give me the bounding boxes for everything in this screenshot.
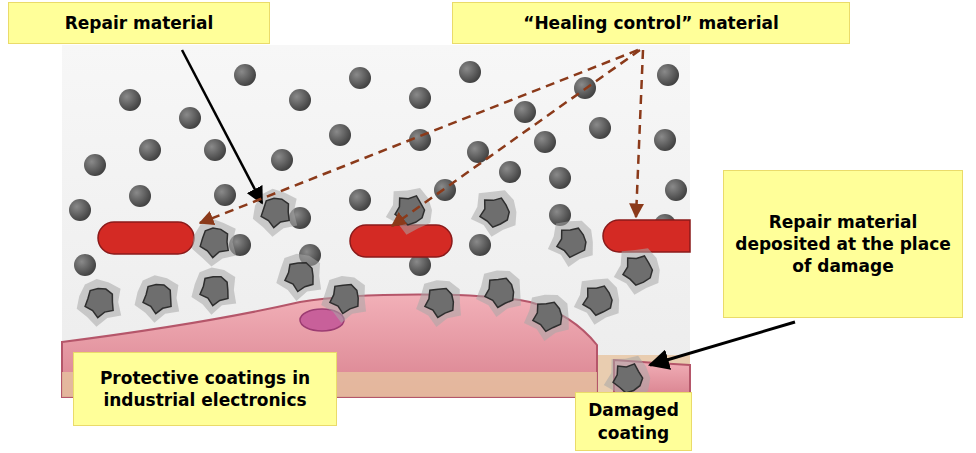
matrix-particle (409, 87, 431, 109)
leader-line (182, 50, 262, 203)
matrix-particle (349, 67, 371, 89)
particle-core (557, 228, 586, 257)
repair-particle (276, 254, 321, 301)
particle-core (395, 196, 425, 225)
matrix-particle (654, 129, 676, 151)
matrix-particles (69, 61, 687, 276)
particle-core (613, 364, 643, 393)
particle-halo (524, 295, 569, 341)
matrix-particle (665, 179, 687, 201)
callout-box: Repair material (8, 2, 270, 44)
particle-core (425, 288, 453, 317)
matrix-particle (74, 254, 96, 276)
repair-particle (386, 188, 432, 235)
leader-line (392, 50, 640, 226)
matrix-particle (119, 89, 141, 111)
matrix-particle (589, 117, 611, 139)
matrix-particle (329, 124, 351, 146)
repair-particle (416, 280, 461, 327)
matrix-particle (179, 107, 201, 129)
matrix-particle (234, 64, 256, 86)
particle-core (200, 228, 228, 257)
particle-halo (471, 190, 517, 236)
repair-particle (135, 275, 180, 323)
healing-rod (98, 222, 194, 254)
particle-halo (416, 280, 461, 327)
matrix-particle (214, 184, 236, 206)
particle-halo (135, 275, 180, 323)
particle-core (330, 285, 358, 314)
leader-line (200, 50, 638, 223)
repair-particle (321, 276, 366, 323)
callout-label: “Healing control” material (523, 12, 779, 34)
matrix-particle (459, 61, 481, 83)
matrix-particle (549, 167, 571, 189)
particle-halo (476, 271, 521, 317)
callout-box: Repair material deposited at the place o… (723, 170, 963, 318)
particle-halo (321, 276, 366, 323)
matrix-particle (469, 234, 491, 256)
matrix-background (62, 45, 690, 397)
particle-halo (574, 279, 619, 325)
particle-core (85, 288, 113, 317)
leader-line (636, 50, 643, 217)
callout-label: Protective coatings in industrial electr… (82, 367, 328, 411)
callout-box: “Healing control” material (452, 2, 850, 44)
repair-particle (476, 271, 521, 317)
matrix-particle (349, 189, 371, 211)
particle-core (533, 302, 562, 331)
repair-particle (471, 190, 517, 236)
matrix-particle (534, 131, 556, 153)
matrix-particle (84, 154, 106, 176)
matrix-particle (204, 139, 226, 161)
particle-halo (386, 188, 432, 235)
callout-label: Damaged coating (584, 399, 683, 443)
particle-core (285, 263, 313, 292)
particle-halo (548, 221, 593, 267)
callout-box: Damaged coating (575, 392, 692, 451)
matrix-particle (514, 101, 536, 123)
repair-particle (77, 279, 121, 327)
matrix-particle (139, 139, 161, 161)
matrix-particle (499, 161, 521, 183)
particle-core (623, 256, 652, 285)
repair-particle (548, 221, 593, 267)
leader-line (650, 322, 795, 365)
particle-core (143, 285, 171, 314)
repair-particle (524, 295, 569, 341)
healing-rod (603, 220, 690, 252)
particle-halo (276, 254, 321, 301)
particle-halo (192, 219, 236, 267)
particle-core (583, 286, 612, 315)
repair-particle (191, 268, 236, 315)
particle-core (485, 278, 514, 307)
repair-particle (192, 219, 236, 267)
matrix-particle (289, 89, 311, 111)
particle-halo (77, 279, 121, 327)
particle-core (480, 198, 509, 227)
matrix-particle (657, 64, 679, 86)
particle-core (261, 198, 289, 227)
matrix-particle (271, 149, 293, 171)
repair-particle (614, 248, 660, 295)
callout-box: Protective coatings in industrial electr… (73, 352, 337, 426)
particle-core (200, 277, 228, 306)
matrix-particle (69, 199, 91, 221)
particle-halo (191, 268, 236, 315)
callout-label: Repair material (65, 12, 214, 34)
leader-lines (182, 50, 795, 365)
repair-particle (574, 279, 619, 325)
matrix-particle (129, 185, 151, 207)
matrix-particle (467, 141, 489, 163)
particle-halo (614, 248, 660, 295)
callout-label: Repair material deposited at the place o… (732, 211, 954, 277)
healing-rod (350, 225, 452, 257)
